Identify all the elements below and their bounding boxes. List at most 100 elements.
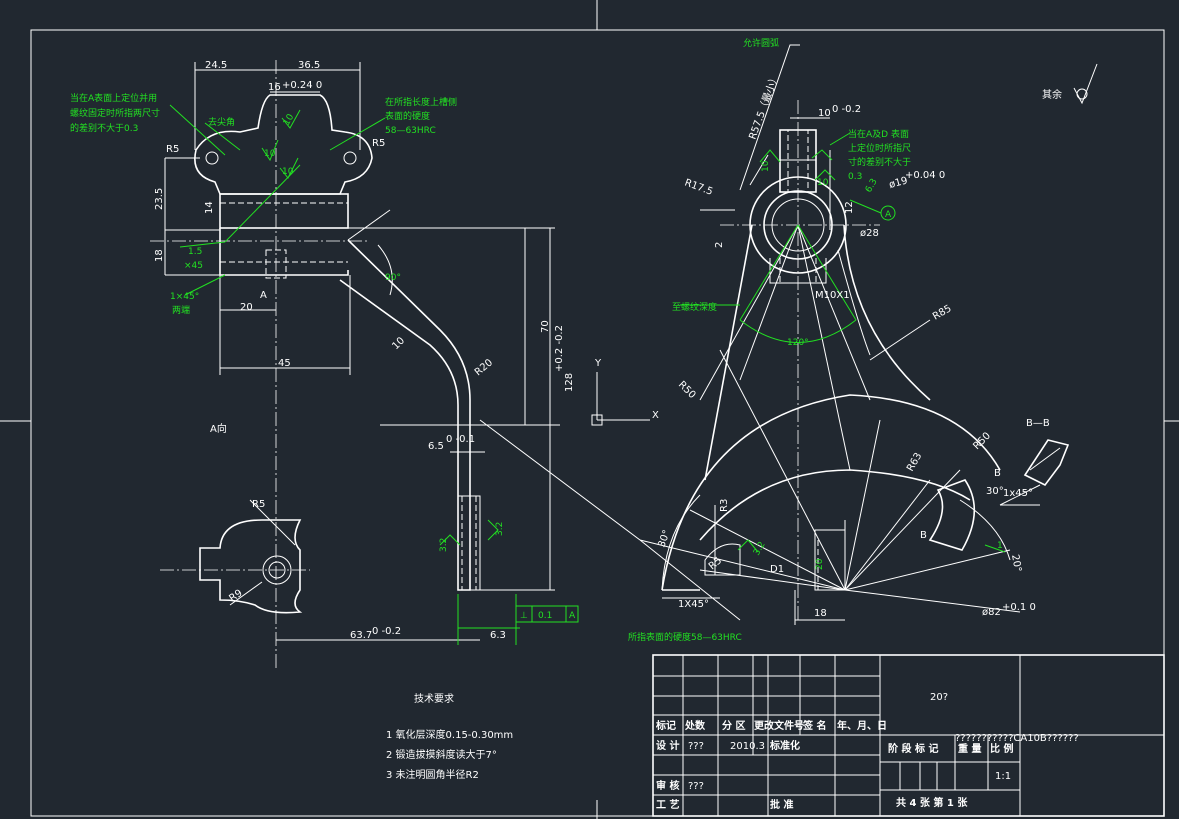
dim-r5-right: R5: [707, 555, 724, 572]
scale-label: 比 例: [990, 742, 1013, 755]
dim-r5-left: R5: [166, 144, 179, 155]
roughness-10-right-a: 10: [761, 160, 771, 172]
review-label: 审 核: [656, 779, 679, 792]
process-label: 工 艺: [656, 798, 679, 811]
tol-frame-value: 0.1: [538, 611, 552, 621]
roughness-6-3: 6.3: [864, 177, 880, 194]
note-d-line-4: 0.3: [848, 172, 862, 182]
note-a-line-1: 当在A表面上定位并用: [70, 92, 157, 104]
dim-2: 2: [714, 242, 725, 248]
dim-r17-5: R17.5: [683, 177, 714, 197]
section-b-b: [1023, 439, 1070, 487]
roughness-10-a: 10: [264, 149, 276, 159]
tech-requirements-title: 技术要求: [414, 692, 454, 705]
note-b-line-3: 58—63HRC: [385, 126, 436, 136]
note-d-line-1: 当在A及D 表面: [848, 128, 909, 140]
dim-12: 12: [844, 201, 855, 214]
dim-6-5-tol: 0 -0.1: [446, 434, 475, 445]
tech-requirement-1: 1 氧化层深度0.15-0.30mm: [386, 728, 513, 741]
tech-requirement-2: 2 锻造拔摸斜度读大于7°: [386, 748, 497, 761]
dim-36-5: 36.5: [298, 60, 320, 71]
tol-frame-perp: ⊥: [520, 611, 528, 621]
dim-18-right: 18: [814, 608, 827, 619]
a-view-label: A向: [210, 422, 227, 435]
fork-outer-arc: [661, 394, 1001, 591]
dim-6-3: 6.3: [490, 630, 506, 641]
dim-1x45: 1X45°: [678, 599, 709, 610]
note-a-line-3: 的差别不大于0.3: [70, 122, 138, 134]
other-roughness-label: 其余: [1042, 88, 1062, 101]
dim-30-deg: 30°: [656, 529, 672, 549]
a-view-r5: R5: [252, 499, 265, 510]
dim-r3: R3: [719, 499, 730, 512]
dim-phi19: ø19: [888, 175, 909, 191]
axis-x-label: X: [652, 410, 659, 421]
dim-14: 14: [204, 201, 215, 214]
note-d-line-2: 上定位时所指尺: [848, 142, 911, 154]
scale-value: 1:1: [995, 771, 1011, 782]
note-b-line-2: 表面的硬度: [385, 110, 430, 122]
dim-18: 18: [154, 249, 165, 262]
dim-r63: R63: [905, 451, 924, 474]
right-view: [591, 44, 1070, 625]
dim-r57-5: R57.5（最小）: [747, 72, 782, 141]
a-view-outline: [199, 519, 303, 614]
dim-120-deg: 120°: [787, 338, 809, 348]
dim-16-tol: +0.24 0: [282, 80, 322, 91]
roughness-3-2-a: 3.2: [439, 538, 449, 552]
roughness-10-b: 10: [282, 167, 294, 177]
section-30-deg: 30°: [986, 486, 1004, 497]
left-view: [150, 60, 741, 668]
design-label: 设 计: [656, 739, 679, 752]
title-header-signature: 签 名: [802, 719, 826, 732]
dim-phi82: ø82: [982, 607, 1001, 618]
dim-d1: D1: [770, 564, 784, 575]
sheets-label: 共 4 张 第 1 张: [896, 796, 968, 809]
dim-20: 20: [240, 302, 253, 313]
tol-frame-datum: A: [569, 611, 576, 621]
dim-m10: M10X1: [815, 290, 850, 301]
weight-label: 重 量: [958, 742, 981, 755]
dim-45: 45: [278, 358, 291, 369]
dim-r5-right: R5: [372, 138, 385, 149]
roughness-10-c: 10: [282, 112, 297, 127]
fork-body-taper: [704, 224, 931, 481]
dim-phi19-tol: +0.04 0: [905, 170, 945, 181]
dim-23-5: 23.5: [154, 188, 165, 210]
hardness-note: 所指表面的硬度58—63HRC: [628, 631, 742, 643]
dim-r50-right: R50: [971, 430, 993, 452]
dim-128-tol: +0.2 -0.2: [554, 325, 565, 372]
dim-phi82-tol: +0.1 0: [1002, 602, 1036, 613]
design-name: ???: [688, 741, 704, 752]
title-header-count: 处数: [684, 719, 706, 732]
dim-24-5: 24.5: [205, 60, 227, 71]
body-block: [219, 193, 349, 229]
stage-label: 阶 段 标 记: [888, 742, 938, 755]
dim-r20: R20: [473, 357, 495, 378]
part-name: ???????????CA10B??????: [955, 733, 1079, 744]
dim-6-5: 6.5: [428, 441, 444, 452]
title-header-date: 年、月、日: [837, 719, 887, 732]
dim-10-right: 10: [818, 108, 831, 119]
review-name: ???: [688, 781, 704, 792]
dim-10-arm: 10: [390, 335, 407, 352]
axis-y-label: Y: [594, 358, 602, 369]
tech-requirement-3: 3 未注明圆角半径R2: [386, 768, 479, 781]
thread-depth-label: 至螺纹深度: [672, 301, 717, 313]
datum-a-label: A: [885, 210, 892, 220]
note-b-line-1: 在所指长度上槽侧: [385, 96, 457, 108]
dim-20-right: 20: [815, 558, 825, 570]
two-ends-label: 两端: [172, 304, 190, 316]
dim-70: 70: [540, 320, 551, 333]
chamfer-1x45: 1×45°: [170, 292, 199, 302]
dim-r50-left: R50: [676, 379, 698, 401]
section-b-b-label: B—B: [1026, 418, 1050, 429]
section-b-lower: B: [920, 530, 927, 541]
fork-head-outline: [194, 94, 373, 195]
standard-label: 标准化: [769, 739, 800, 752]
chamfer-1-5: 1.5: [188, 247, 202, 257]
fork-arm: [339, 239, 471, 591]
dim-90-deg: 90°: [385, 273, 401, 283]
